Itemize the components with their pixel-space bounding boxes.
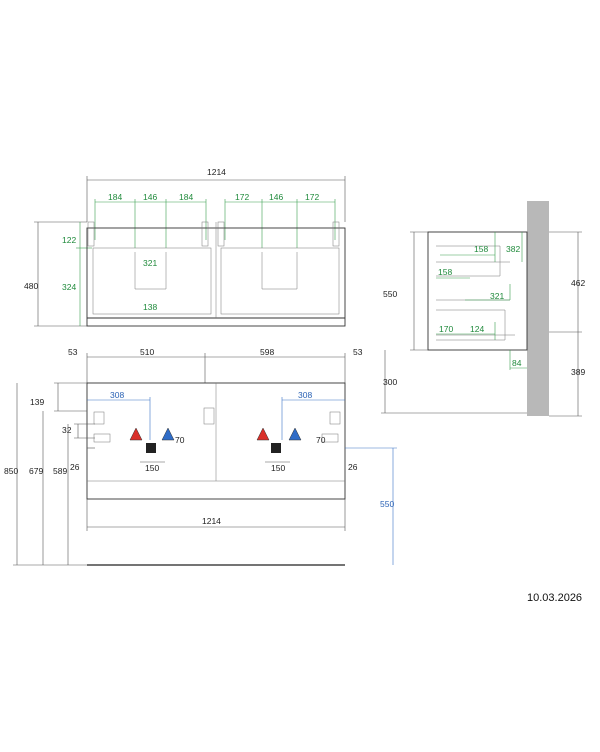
plan-spacing-right: 150: [271, 463, 285, 473]
plan-v-26-left: 26: [70, 462, 80, 472]
drawing-date: 10.03.2026: [527, 592, 583, 604]
plan-height-850: 850: [4, 466, 18, 476]
plan-left-center: 308: [110, 390, 124, 400]
wall: [527, 201, 549, 416]
plan-offset-left: 70: [175, 435, 185, 445]
side-total-height: 550: [383, 289, 397, 299]
front-left-seg-2: 146: [143, 192, 157, 202]
side-lower-a: 170: [439, 324, 453, 334]
front-right-seg-2: 146: [269, 192, 283, 202]
plan-v-139: 139: [30, 397, 44, 407]
front-overall-width: 1214: [207, 167, 226, 177]
side-upper-height: 382: [506, 244, 520, 254]
plan-spacing-left: 150: [145, 463, 159, 473]
front-left-seg-1: 184: [108, 192, 122, 202]
side-upper-inner: 158: [438, 267, 452, 277]
front-height: 480: [24, 281, 38, 291]
side-lower-b: 124: [470, 324, 484, 334]
side-wall-offset: 389: [571, 367, 585, 377]
side-floor-gap: 300: [383, 377, 397, 387]
plan-right-center: 308: [298, 390, 312, 400]
plan-margin-left: 53: [68, 347, 78, 357]
plan-height-550: 550: [380, 499, 394, 509]
side-plinth: 84: [512, 358, 522, 368]
plan-height-589: 589: [53, 466, 67, 476]
front-right-seg-3: 172: [305, 192, 319, 202]
hot-water-icon: [129, 427, 143, 441]
plan-margin-right: 53: [353, 347, 363, 357]
plan-v-26-right: 26: [348, 462, 358, 472]
plan-v-32: 32: [62, 425, 72, 435]
front-handle-cut: 138: [143, 302, 157, 312]
cold-water-icon: [161, 427, 175, 441]
plan-left-width: 510: [140, 347, 154, 357]
side-view: 550 300 462 389 158 382 158 321 170 124 …: [381, 201, 585, 417]
side-cabinet-height: 462: [571, 278, 585, 288]
front-left-seg-3: 184: [179, 192, 193, 202]
hot-water-icon-right: [256, 427, 270, 441]
front-handle-width: 321: [143, 258, 157, 268]
plan-right-width: 598: [260, 347, 274, 357]
drain-icon: [146, 443, 156, 453]
front-top-offset: 122: [62, 235, 76, 245]
plan-offset-right: 70: [316, 435, 326, 445]
plan-bottom-width: 1214: [202, 516, 221, 526]
front-drawer-depth: 324: [62, 282, 76, 292]
plan-height-679: 679: [29, 466, 43, 476]
plan-view: 53 510 598 53 308 308 139 32 26 26 850 6…: [4, 347, 397, 566]
side-upper-depth: 158: [474, 244, 488, 254]
side-middle: 321: [490, 291, 504, 301]
front-view: 1214 184 146 184 172 146 172 480 122 324: [24, 167, 346, 327]
front-right-seg-1: 172: [235, 192, 249, 202]
cold-water-icon-right: [288, 427, 302, 441]
drain-icon-right: [271, 443, 281, 453]
